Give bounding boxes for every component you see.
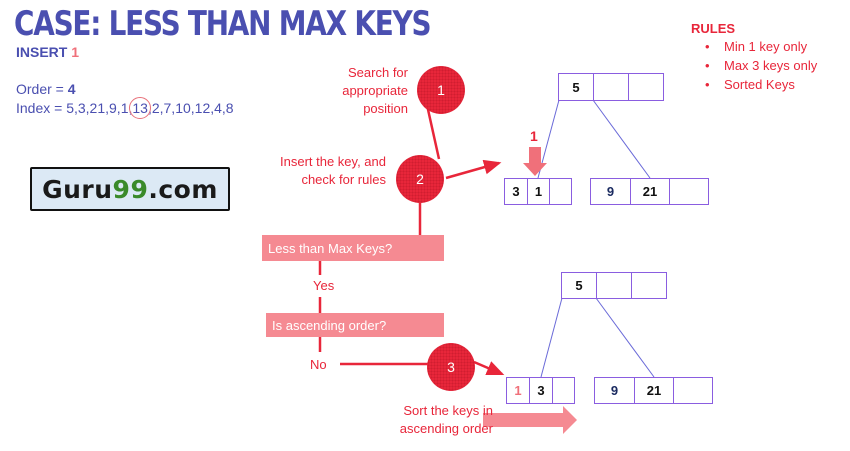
key-cell xyxy=(553,378,573,403)
order-value: 4 xyxy=(67,81,76,97)
step2-number: 2 xyxy=(416,171,424,187)
tree-before-right-node: 9 21 xyxy=(590,178,709,205)
step3-number: 3 xyxy=(447,359,455,375)
decision-less-than-max-keys: Less than Max Keys? xyxy=(262,235,444,261)
index-label: Index = xyxy=(16,100,67,116)
insert-label: INSERT xyxy=(16,44,68,60)
insert-heading: INSERT 1 xyxy=(16,44,79,60)
tree-after-edge-right xyxy=(595,297,655,378)
key-cell-inserted: 1 xyxy=(507,378,530,403)
key-cell: 9 xyxy=(591,179,631,204)
rules-title: RULES xyxy=(691,21,736,36)
tree-before-edge-right xyxy=(592,99,651,179)
new-key-marker: 1 xyxy=(530,128,538,144)
step1-label: Search for appropriate position xyxy=(300,64,408,118)
order-label: Order = xyxy=(16,81,68,97)
logo-suffix: .com xyxy=(148,174,218,204)
key-cell xyxy=(632,273,665,298)
step1-label-line: appropriate xyxy=(342,83,408,98)
key-cell: 9 xyxy=(595,378,635,403)
key-cell xyxy=(674,378,711,403)
index-before: 5,3,21,9,1, xyxy=(66,100,133,116)
key-cell: 3 xyxy=(530,378,553,403)
tree-after-left-node: 1 3 xyxy=(506,377,575,404)
order-line: Order = 4 xyxy=(16,81,76,97)
key-cell: 3 xyxy=(505,179,528,204)
decision-is-ascending-order: Is ascending order? xyxy=(266,313,444,337)
logo-highlight: 99 xyxy=(112,174,149,204)
rule-item: Min 1 key only xyxy=(705,37,817,56)
tree-before-left-node: 3 1 xyxy=(504,178,572,205)
rule-item: Sorted Keys xyxy=(705,75,817,94)
key-cell: 1 xyxy=(528,179,550,204)
index-after: ,2,7,10,12,4,8 xyxy=(147,100,234,116)
sort-right-arrow xyxy=(483,406,577,434)
key-cell: 21 xyxy=(635,378,674,403)
step1-circle: 1 xyxy=(417,66,465,114)
step2-label-line: check for rules xyxy=(301,172,386,187)
step1-label-line: Search for xyxy=(348,65,408,80)
step3-circle: 3 xyxy=(427,343,475,391)
connector-step1-step2 xyxy=(425,104,441,160)
key-cell xyxy=(594,74,629,100)
insert-down-arrow xyxy=(523,147,547,176)
index-highlight-circled: 13 xyxy=(129,97,151,119)
rules-list: Min 1 key only Max 3 keys only Sorted Ke… xyxy=(705,37,817,94)
rule-item: Max 3 keys only xyxy=(705,56,817,75)
step3-label-line: Sort the keys in xyxy=(403,403,493,418)
key-cell xyxy=(629,74,662,100)
tree-after-right-node: 9 21 xyxy=(594,377,713,404)
key-cell: 21 xyxy=(631,179,670,204)
key-cell: 5 xyxy=(562,273,597,298)
flow-yes-label: Yes xyxy=(313,278,335,293)
page-title: CASE: LESS THAN MAX KEYS xyxy=(14,4,432,44)
logo-prefix: Guru xyxy=(42,174,113,204)
insert-value: 1 xyxy=(71,44,80,60)
arrow-step3-to-tree xyxy=(473,360,505,376)
step2-label: Insert the key, and check for rules xyxy=(246,153,386,189)
step3-label-line: ascending order xyxy=(399,421,493,436)
key-cell: 5 xyxy=(559,74,594,100)
key-cell xyxy=(670,179,707,204)
step3-label: Sort the keys in ascending order xyxy=(370,402,493,438)
index-line: Index = 5,3,21,9,1,13,2,7,10,12,4,8 xyxy=(16,97,234,119)
tree-after-root-node: 5 xyxy=(561,272,667,299)
step2-circle: 2 xyxy=(396,155,444,203)
step1-number: 1 xyxy=(437,82,445,98)
step2-label-line: Insert the key, and xyxy=(280,154,386,169)
tree-before-root-node: 5 xyxy=(558,73,664,101)
arrow-step2-to-tree xyxy=(445,159,502,180)
key-cell xyxy=(597,273,632,298)
tree-after-edge-left xyxy=(540,297,563,378)
key-cell xyxy=(550,179,570,204)
step1-label-line: position xyxy=(363,101,408,116)
flow-no-label: No xyxy=(310,357,327,372)
